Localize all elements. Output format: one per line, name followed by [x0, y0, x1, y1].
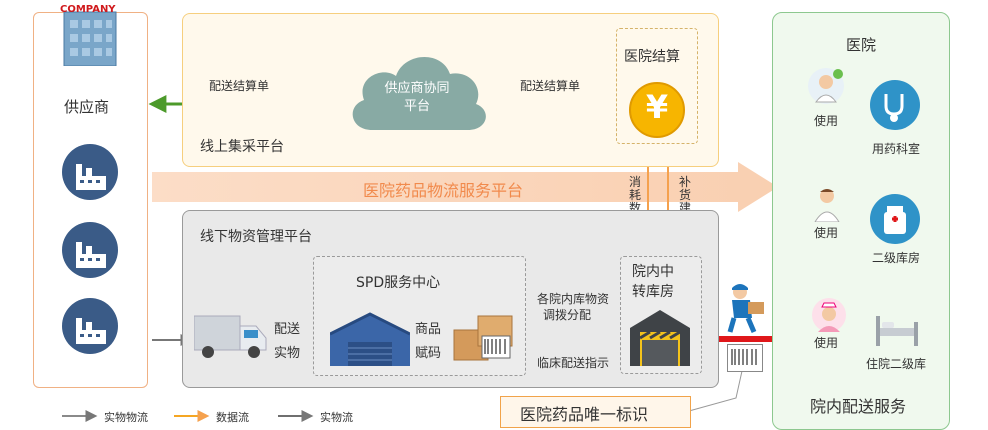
settlement-doc-right: 配送结算单 — [520, 79, 581, 93]
doctor-icon — [808, 68, 844, 104]
hospital-label: 医院 — [846, 36, 877, 54]
clinical-instruction-label: 临床配送指示 — [537, 356, 610, 370]
warehouse-icon — [329, 312, 411, 366]
cloud-icon — [342, 44, 492, 138]
legend-physical-logistics: 实物物流 — [104, 411, 148, 424]
dept-label: 住院二级库 — [866, 357, 927, 371]
yen-coin-icon — [629, 82, 685, 138]
deliver-line: 实物 — [274, 346, 301, 361]
spd-label: SPD服务中心 — [356, 275, 441, 291]
factory-icon — [62, 298, 118, 354]
replenish-char: 货 — [678, 188, 691, 202]
yen-symbol: ¥ — [645, 88, 669, 126]
boxes-icon — [452, 312, 516, 362]
online-platform-label: 线上集采平台 — [200, 139, 284, 155]
cloud-label: 供应商协同 平台 — [372, 80, 462, 116]
company-logo-text: COMPANY — [60, 4, 116, 15]
settlement-doc-left: 配送结算单 — [209, 79, 270, 93]
deliver-goods-label: 配送 实物 — [274, 318, 300, 366]
dept-label: 二级库房 — [872, 251, 921, 265]
use-label: 使用 — [814, 226, 839, 240]
hospital-delivery-label: 院内配送服务 — [810, 397, 907, 416]
legend-data-flow: 数据流 — [216, 411, 249, 424]
use-label: 使用 — [814, 114, 839, 128]
stethoscope-icon — [870, 80, 920, 130]
deliver-line: 配送 — [274, 322, 301, 337]
hospital-bed-icon — [872, 310, 922, 350]
transfer-line2: 转库房 — [632, 284, 674, 300]
consume-char: 消 — [628, 175, 641, 189]
allocation-line1: 各院内库物资 — [537, 292, 610, 306]
company-building-icon — [58, 4, 124, 67]
cloud-label-line2: 平台 — [403, 99, 430, 114]
transfer-label: 院内中 转库房 — [632, 262, 674, 302]
replenish-char: 补 — [678, 175, 691, 189]
medicine-bottle-icon — [870, 194, 920, 244]
use-label: 使用 — [814, 336, 839, 350]
factory-icon — [62, 144, 118, 200]
pharmacist-icon — [812, 186, 842, 223]
warehouse-door-icon — [630, 306, 690, 366]
allocation-line2: 调拨分配 — [543, 308, 592, 322]
offline-platform-label: 线下物资管理平台 — [200, 229, 312, 245]
transfer-line1: 院内中 — [632, 264, 674, 280]
goods-coding-label: 商品 赋码 — [415, 318, 441, 366]
allocation-label: 各院内库物资 调拨分配 — [537, 291, 609, 323]
supplier-label: 供应商 — [64, 98, 110, 116]
settlement-label: 医院结算 — [624, 49, 680, 65]
courier-icon — [726, 282, 766, 334]
goods-line: 赋码 — [415, 346, 442, 361]
cloud-label-line1: 供应商协同 — [384, 81, 450, 96]
legend-physical-flow: 实物流 — [320, 411, 353, 424]
logistics-band-label: 医院药品物流服务平台 — [363, 181, 524, 200]
goods-line: 商品 — [415, 322, 442, 337]
hospital-panel — [772, 12, 950, 430]
unique-id-label: 医院药品唯一标识 — [520, 405, 649, 424]
factory-icon — [62, 222, 118, 278]
dept-label: 用药科室 — [872, 142, 921, 156]
barcode-label-icon — [727, 344, 763, 372]
consume-char: 耗 — [628, 188, 641, 202]
unique-id-box — [500, 396, 691, 428]
nurse-icon — [812, 298, 846, 332]
delivery-truck-icon — [193, 312, 270, 360]
